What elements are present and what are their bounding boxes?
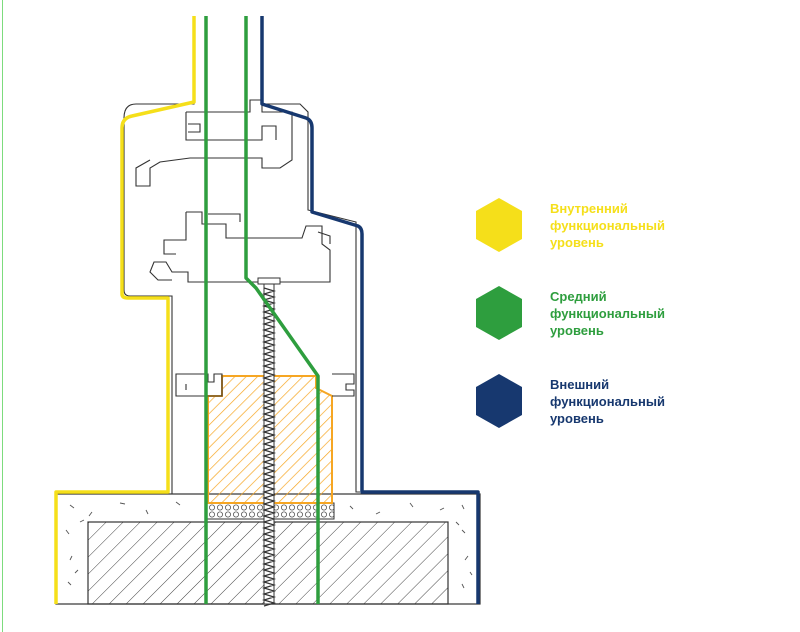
plaster-texture bbox=[65, 501, 473, 589]
green-hexagon-icon bbox=[476, 286, 522, 340]
legend-label-inner: Внутренний функциональный уровень bbox=[550, 201, 665, 250]
anchor-screw bbox=[257, 277, 281, 607]
middle-level-lines bbox=[204, 16, 320, 604]
outer-level-line bbox=[260, 16, 480, 604]
window-frame-profile bbox=[123, 16, 360, 495]
legend-item-outer: Внешний функциональный уровень bbox=[474, 372, 710, 430]
yellow-hexagon-icon bbox=[476, 198, 522, 252]
inner-level-line bbox=[54, 16, 196, 604]
legend-item-middle: Средний функциональный уровень bbox=[474, 284, 710, 342]
legend-label-middle: Средний функциональный уровень bbox=[550, 289, 665, 338]
navy-hexagon-icon bbox=[476, 374, 522, 428]
legend-label-outer: Внешний функциональный уровень bbox=[550, 377, 665, 426]
legend-item-inner: Внутренний функциональный уровень bbox=[474, 196, 710, 254]
